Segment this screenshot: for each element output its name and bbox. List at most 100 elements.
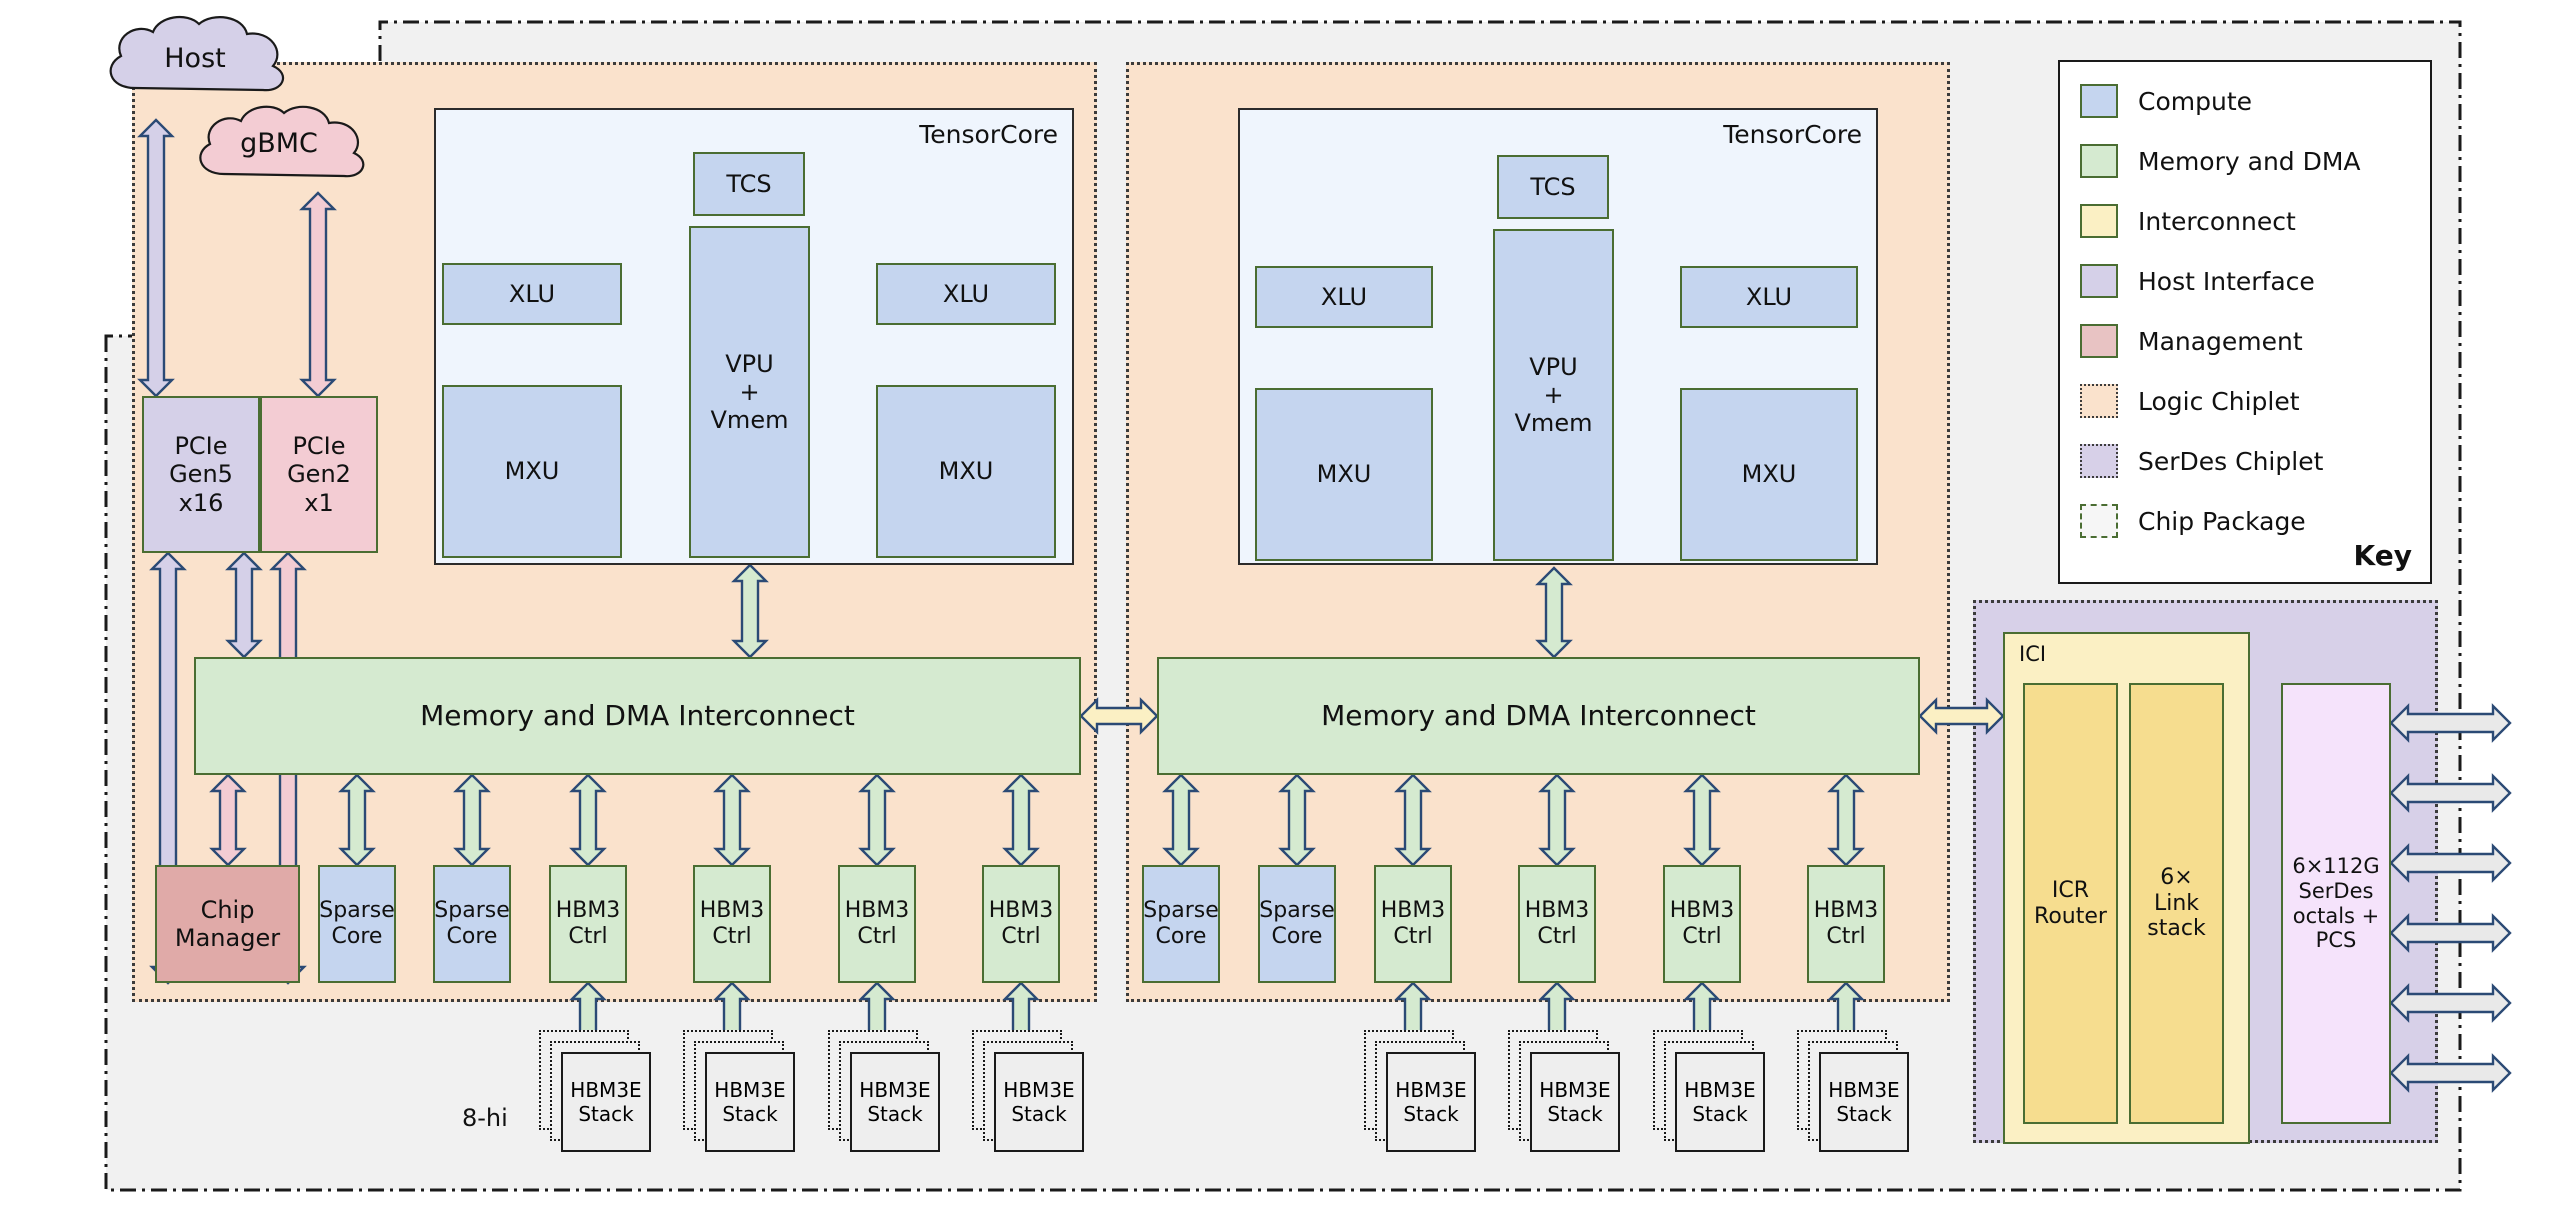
arrow-serdes-port-0 <box>2389 703 2512 743</box>
legend-label: Management <box>2138 326 2303 356</box>
hbm3-ctrl-l3[interactable]: HBM3 Ctrl <box>838 865 916 983</box>
legend-item-logic-chiplet: Logic Chiplet <box>2080 382 2430 420</box>
hbm3-ctrl-r4[interactable]: HBM3 Ctrl <box>1807 865 1885 983</box>
sparse-core-line1: Sparse <box>434 898 510 924</box>
tcs-block-left[interactable]: TCS <box>693 152 805 216</box>
hbm3-ctrl-line1: HBM3 <box>988 898 1054 924</box>
sparse-core-line2: Core <box>331 924 383 949</box>
hbm3-ctrl-r1[interactable]: HBM3 Ctrl <box>1374 865 1452 983</box>
sparse-core-line1: Sparse <box>319 898 395 924</box>
sparse-core-r2[interactable]: Sparse Core <box>1258 865 1336 983</box>
memory-dma-interconnect-right[interactable]: Memory and DMA Interconnect <box>1157 657 1920 775</box>
arrow-tensorcore-right-to-interconnect <box>1535 566 1573 659</box>
arrow-interconnect-to-bottom-left-1 <box>338 773 376 867</box>
serdes-line3: octals + <box>2292 903 2380 928</box>
link-stack-line3: stack <box>2147 916 2206 942</box>
pcie5-line1: PCIe <box>174 432 228 461</box>
pcie2-line1: PCIe <box>292 432 346 461</box>
arrow-serdes-port-3 <box>2389 913 2512 953</box>
hbm3-ctrl-line1: HBM3 <box>1380 898 1446 924</box>
legend-item-serdes-chiplet: SerDes Chiplet <box>2080 442 2430 480</box>
icr-router-line2: Router <box>2034 903 2107 929</box>
hbm3e-stack-label: HBM3E <box>570 1078 642 1102</box>
xlu-right-east[interactable]: XLU <box>1680 266 1858 328</box>
hbm3-ctrl-line2: Ctrl <box>712 924 752 949</box>
hbm3e-stack-label: Stack <box>867 1102 923 1126</box>
legend-swatch <box>2080 204 2118 238</box>
icr-router[interactable]: ICR Router <box>2023 683 2118 1124</box>
hbm3-ctrl-line1: HBM3 <box>699 898 765 924</box>
hbm3-ctrl-l4[interactable]: HBM3 Ctrl <box>982 865 1060 983</box>
arrow-interconnect-to-bottom-left-5 <box>858 773 896 867</box>
mxu-right-west[interactable]: MXU <box>1255 388 1433 561</box>
mxu-left-east[interactable]: MXU <box>876 385 1056 558</box>
arrow-interconnect-to-bottom-right-5 <box>1827 773 1865 867</box>
legend-item-chip-package: Chip Package <box>2080 502 2430 540</box>
sparse-core-line2: Core <box>446 924 498 949</box>
hbm3-ctrl-r2[interactable]: HBM3 Ctrl <box>1518 865 1596 983</box>
vpu-vmem-right[interactable]: VPU + Vmem <box>1493 229 1614 561</box>
hbm3-ctrl-l2[interactable]: HBM3 Ctrl <box>693 865 771 983</box>
arrow-interconnect-to-bottom-left-0 <box>209 773 247 867</box>
eight-hi-label: 8-hi <box>462 1104 508 1132</box>
pcie5-line2: Gen5 <box>169 460 233 489</box>
hbm3-ctrl-r3[interactable]: HBM3 Ctrl <box>1663 865 1741 983</box>
mxu-left-west[interactable]: MXU <box>442 385 622 558</box>
hbm3e-stack-label: HBM3E <box>1395 1078 1467 1102</box>
xlu-right-west[interactable]: XLU <box>1255 266 1433 328</box>
vpu-line-3: Vmem <box>710 406 789 435</box>
tcs-block-right[interactable]: TCS <box>1497 155 1609 219</box>
legend-label: Logic Chiplet <box>2138 386 2300 416</box>
xlu-left-east[interactable]: XLU <box>876 263 1056 325</box>
pcie-gen5-x16[interactable]: PCIe Gen5 x16 <box>142 396 260 553</box>
pcie5-line3: x16 <box>178 488 224 517</box>
serdes-octals-pcs[interactable]: 6×112G SerDes octals + PCS <box>2281 683 2391 1124</box>
arrow-serdes-port-4 <box>2389 983 2512 1023</box>
chip-manager-line2: Manager <box>174 924 281 952</box>
legend-swatch <box>2080 264 2118 298</box>
mxu-right-east[interactable]: MXU <box>1680 388 1858 561</box>
hbm3e-stack-label: Stack <box>1836 1102 1892 1126</box>
sparse-core-l2[interactable]: Sparse Core <box>433 865 511 983</box>
chip-manager[interactable]: Chip Manager <box>155 865 300 983</box>
arrow-interconnect-to-bottom-right-1 <box>1278 773 1316 867</box>
vpu-vmem-left[interactable]: VPU + Vmem <box>689 226 810 558</box>
sparse-core-l1[interactable]: Sparse Core <box>318 865 396 983</box>
vpu-line-2: + <box>739 377 760 406</box>
legend-item-interconnect: Interconnect <box>2080 202 2430 240</box>
sparse-core-r1[interactable]: Sparse Core <box>1142 865 1220 983</box>
memory-dma-interconnect-left[interactable]: Memory and DMA Interconnect <box>194 657 1081 775</box>
arrow-serdes-port-2 <box>2389 843 2512 883</box>
legend-item-management: Management <box>2080 322 2430 360</box>
hbm3-ctrl-line1: HBM3 <box>555 898 621 924</box>
legend-item-memory-and-dma: Memory and DMA <box>2080 142 2430 180</box>
hbm3e-stack-label: Stack <box>1011 1102 1067 1126</box>
arrow-serdes-port-1 <box>2389 773 2512 813</box>
arrow-serdes-port-5 <box>2389 1053 2512 1093</box>
legend-label: Compute <box>2138 86 2253 116</box>
hbm3e-stack-label: HBM3E <box>1539 1078 1611 1102</box>
legend-label: SerDes Chiplet <box>2138 446 2324 476</box>
link-stack[interactable]: 6× Link stack <box>2129 683 2224 1124</box>
host-cloud: Host <box>95 10 295 115</box>
xlu-left-west[interactable]: XLU <box>442 263 622 325</box>
pcie-gen2-x1[interactable]: PCIe Gen2 x1 <box>260 396 378 553</box>
hbm3-ctrl-l1[interactable]: HBM3 Ctrl <box>549 865 627 983</box>
arrow-interconnect-to-bottom-right-4 <box>1683 773 1721 867</box>
hbm3-ctrl-line1: HBM3 <box>1524 898 1590 924</box>
vpu-line-1: VPU <box>725 349 774 378</box>
hbm3-ctrl-line2: Ctrl <box>1393 924 1433 949</box>
icr-router-line1: ICR <box>2051 877 2090 903</box>
